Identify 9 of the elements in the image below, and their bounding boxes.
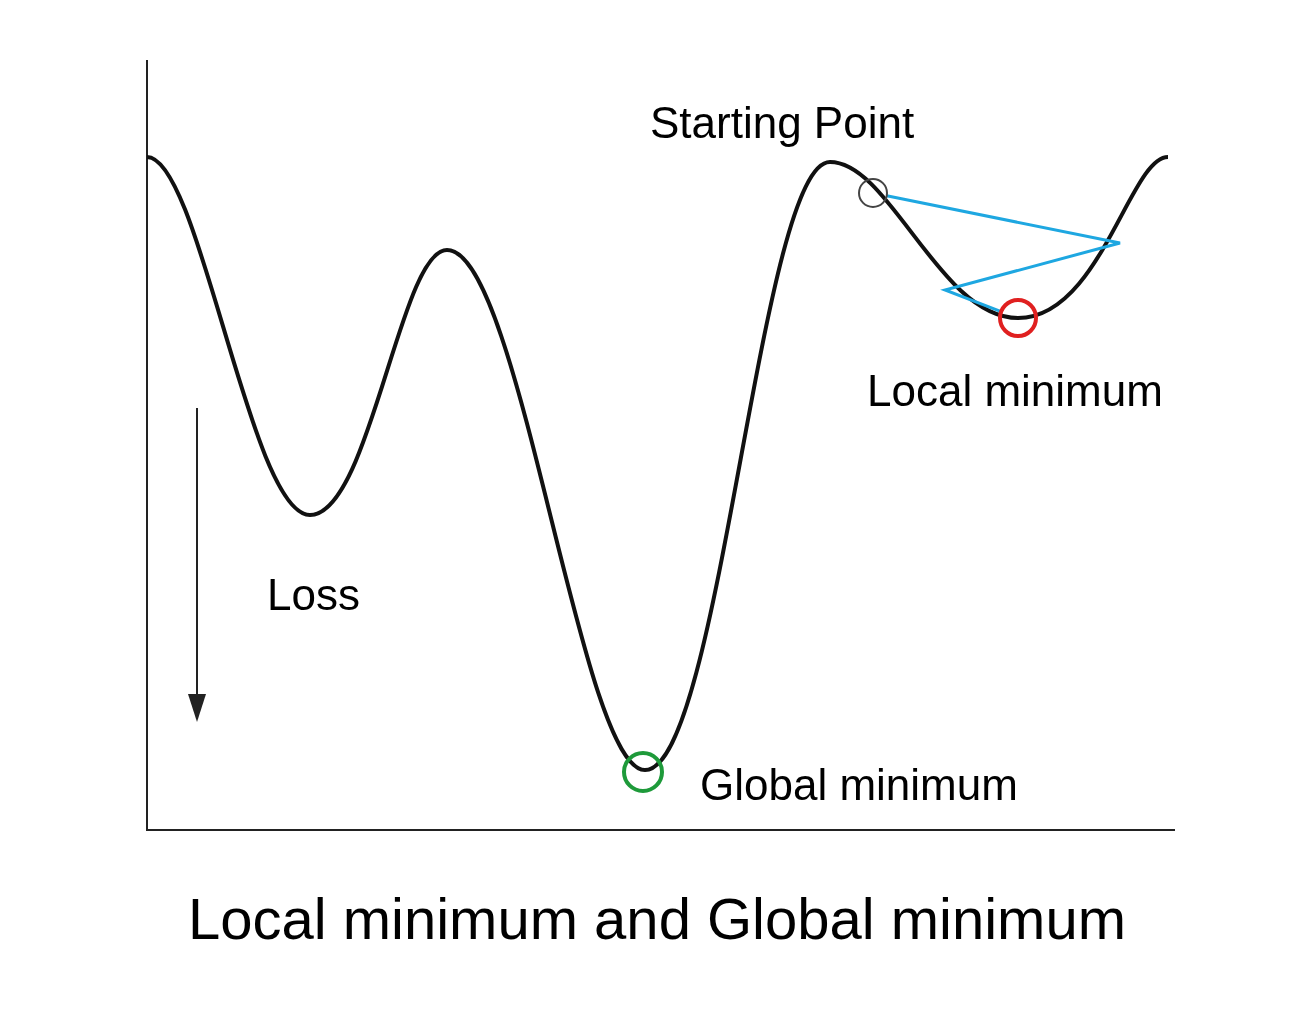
global-minimum-marker — [620, 749, 666, 795]
caption: Local minimum and Global minimum — [187, 885, 1127, 952]
minimum-label: Global minimum — [700, 760, 1018, 810]
start-marker — [857, 177, 889, 209]
axis-label: Loss — [267, 570, 360, 620]
descent-path — [886, 194, 1122, 313]
point-label: Starting Point — [650, 98, 915, 148]
minimum-label: Local minimum — [867, 366, 1163, 416]
local-minimum-marker — [996, 296, 1040, 340]
